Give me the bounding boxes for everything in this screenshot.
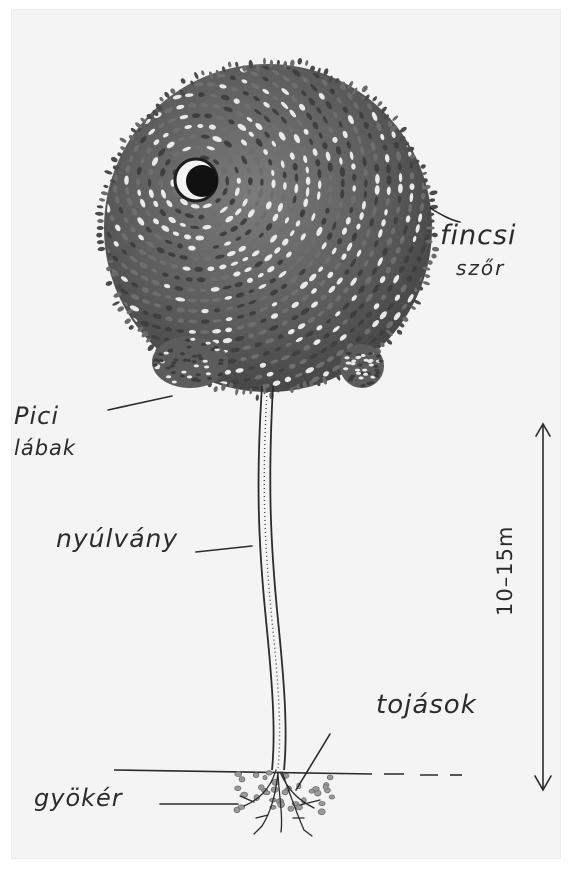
roots — [240, 770, 320, 836]
height-label: 10–15m — [495, 526, 516, 616]
height-arrow — [535, 424, 551, 790]
legs-label-line1: Pici — [14, 404, 59, 428]
fur-ball — [95, 58, 440, 401]
stalk-shape — [259, 386, 286, 770]
legs-label-line2: lábak — [14, 438, 76, 459]
stalk-label: nyúlvány — [56, 526, 178, 551]
root-label: gyökér — [34, 786, 123, 810]
fur-label-line1: fincsi — [440, 222, 517, 249]
eggs-label: tojások — [376, 692, 477, 718]
fur-label-line2: szőr — [456, 258, 505, 278]
eye-icon — [175, 159, 218, 201]
